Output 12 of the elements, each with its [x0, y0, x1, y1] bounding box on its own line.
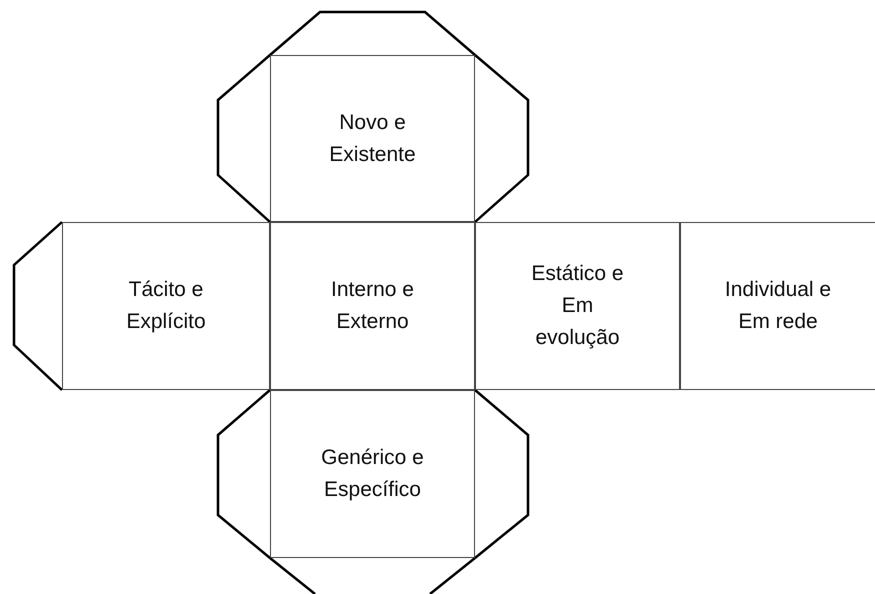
- cube-face: [680, 222, 875, 390]
- cube-face: [270, 55, 475, 222]
- cube-face: [475, 222, 680, 390]
- cube-face: [62, 222, 270, 390]
- face-label: Tácito e Explícito: [125, 277, 207, 335]
- face-label: Genérico e Específico: [320, 445, 425, 503]
- face-label: Novo e Existente: [328, 110, 417, 168]
- face-label: Estático e Em evolução: [530, 261, 625, 351]
- face-label: Interno e Externo: [330, 277, 415, 335]
- cube-face: [270, 222, 475, 390]
- face-label: Individual e Em rede: [724, 277, 832, 335]
- cube-face: [270, 390, 475, 558]
